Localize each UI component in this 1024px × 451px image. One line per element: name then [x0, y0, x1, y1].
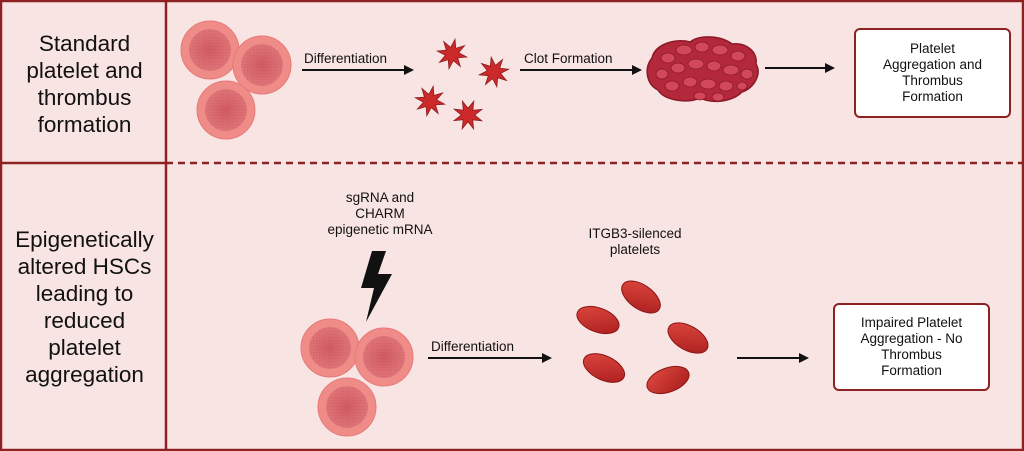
activated-platelet-icon	[435, 37, 469, 71]
row1-label: Standard platelet and thrombus formation	[26, 31, 143, 137]
red-blood-cell-icon	[180, 20, 240, 80]
activated-platelets	[413, 37, 511, 131]
silenced-platelet-icon	[646, 365, 690, 395]
step-clot-formation-label: Clot Formation	[524, 51, 613, 66]
activated-platelet-icon	[452, 99, 484, 131]
silenced-platelets	[576, 280, 709, 395]
step-differentiation-label: Differentiation	[304, 51, 388, 66]
treatment-label: sgRNA and CHARM epigenetic mRNA	[327, 190, 433, 237]
product-label: ITGB3-silenced platelets	[588, 226, 682, 257]
step-differentiation-label-2: Differentiation	[431, 339, 515, 354]
lightning-bolt-icon	[361, 251, 392, 322]
red-blood-cell-icon	[300, 318, 360, 378]
activated-platelet-icon	[413, 84, 447, 118]
red-blood-cell-icon	[196, 80, 256, 140]
blood-clot-icon	[646, 36, 759, 103]
red-blood-cell-icon	[232, 35, 292, 95]
silenced-platelet-icon	[582, 353, 626, 383]
red-blood-cell-icon	[354, 327, 414, 387]
outcome-box-standard: Platelet Aggregation and Thrombus Format…	[854, 28, 1011, 118]
silenced-platelet-icon	[667, 322, 709, 354]
silenced-platelet-icon	[576, 305, 620, 335]
activated-platelet-icon	[477, 55, 511, 89]
red-blood-cell-icon	[317, 377, 377, 437]
outcome-box-altered: Impaired Platelet Aggregation - No Throm…	[833, 303, 990, 391]
row2-label: Epigenetically altered HSCs leading to r…	[15, 227, 154, 387]
silenced-platelet-icon	[621, 280, 661, 314]
